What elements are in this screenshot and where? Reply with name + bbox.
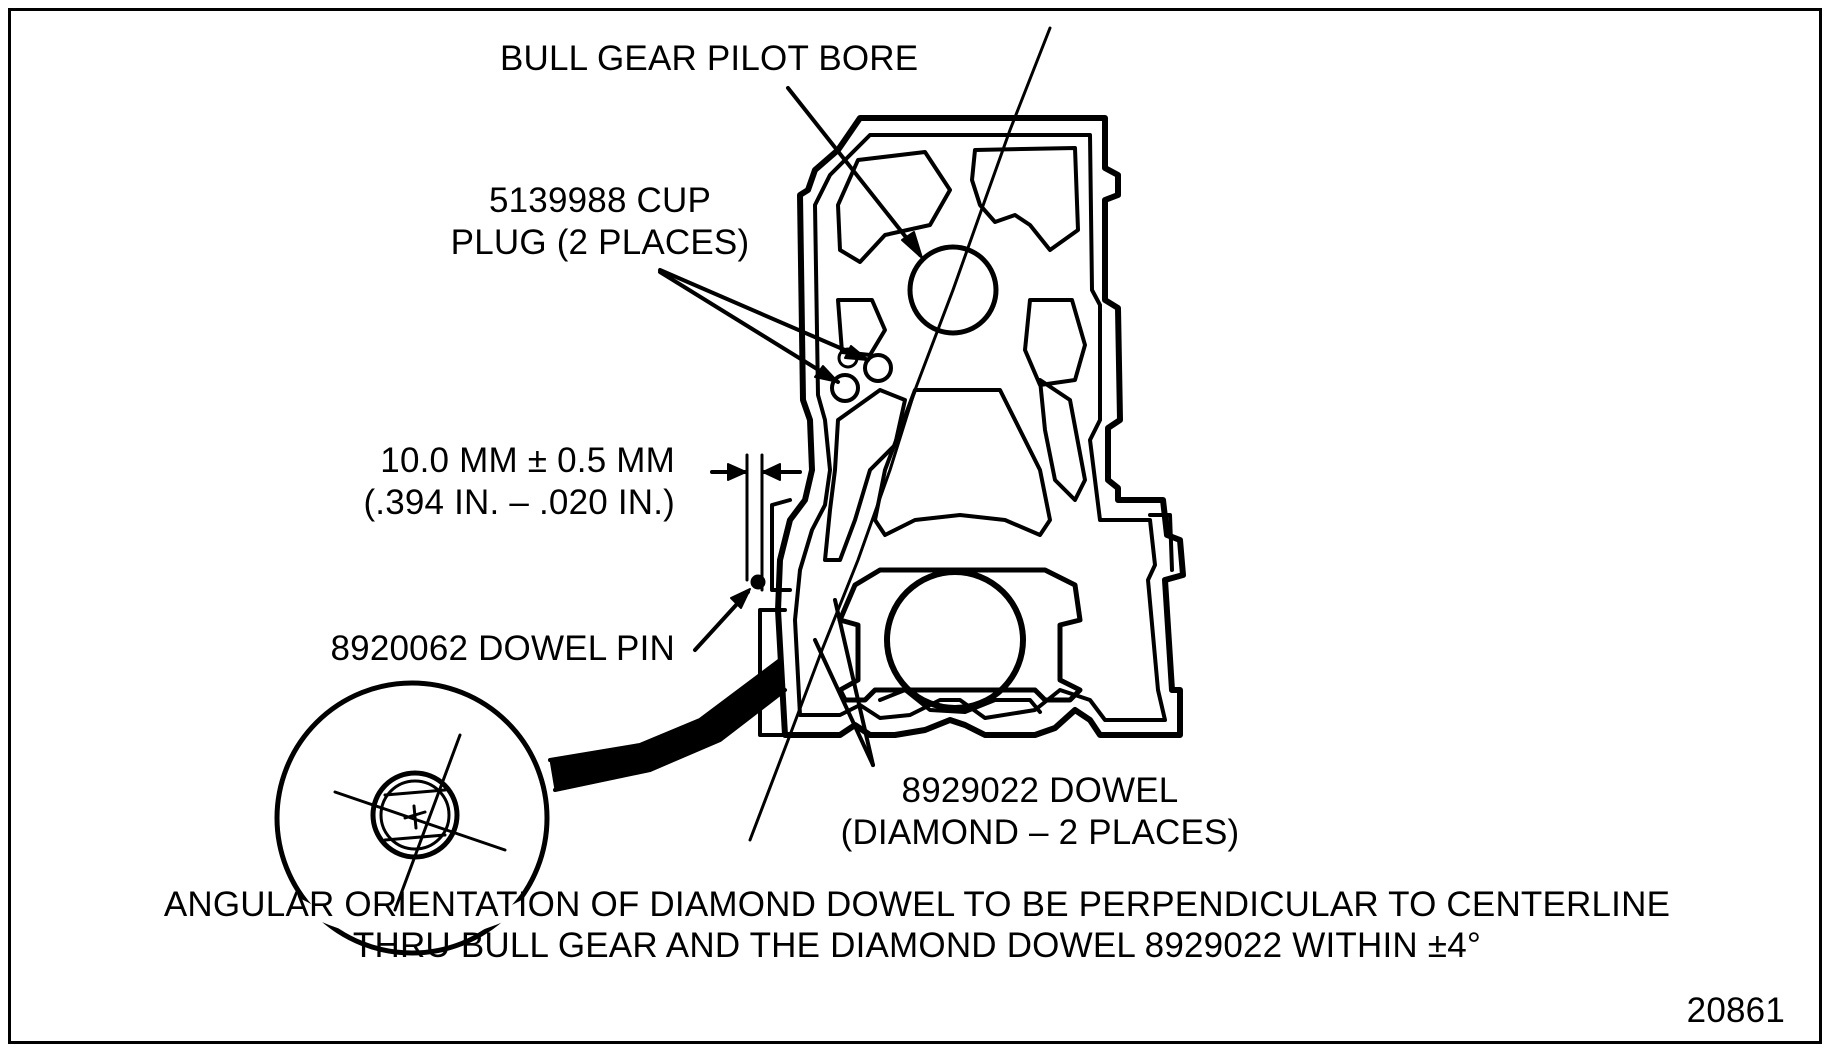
leader-diamond-dowel-a (833, 598, 875, 767)
leader-bull-gear (786, 86, 922, 257)
arrowhead-dowel-pin (730, 588, 751, 609)
detail-callout-band-fill (549, 659, 786, 791)
cup-plug-2 (830, 373, 860, 403)
right-pocket (1023, 298, 1087, 387)
left-rib (823, 388, 907, 562)
arrowhead-bull-gear (901, 231, 923, 259)
label-bull-gear-pilot-bore: BULL GEAR PILOT BORE (500, 39, 919, 78)
left-pocket (836, 298, 887, 357)
arrowhead-cup-plug-a (844, 345, 869, 361)
arrowhead-cup-plug-b (814, 365, 839, 383)
detail-magnifier-bottom-mask (294, 899, 531, 941)
left-bottom-lug (758, 608, 787, 737)
right-side-lug (1148, 513, 1174, 572)
bearing-cap-lower-detail (878, 688, 1042, 714)
cup-plug-1 (863, 353, 893, 383)
label-cup-plug-line2: PLUG (2 PLACES) (450, 223, 750, 262)
right-rib (1038, 378, 1087, 502)
dimension-arrowhead-left (727, 463, 747, 481)
label-dimension-line2: (.394 IN. – .020 IN.) (363, 483, 675, 522)
label-dimension-line1: 10.0 MM ± 0.5 MM (380, 441, 675, 480)
label-cup-plug-line1: 5139988 CUP (488, 181, 712, 220)
detail-center-mark (403, 804, 427, 830)
label-orientation-note-line1: ANGULAR ORIENTATION OF DIAMOND DOWEL TO … (163, 885, 1671, 924)
diamond-dowel-detail-inner (379, 779, 451, 851)
upper-pocket-right (970, 146, 1080, 252)
diamond-dowel-detail-flats (383, 788, 447, 842)
label-diamond-dowel-line2: (DIAMOND – 2 PLACES) (840, 813, 1240, 852)
detail-perpendicular-line (333, 790, 507, 852)
dowel-pin (750, 574, 766, 590)
leader-cup-plug-b (658, 270, 840, 384)
label-diamond-dowel-line1: 8929022 DOWEL (901, 771, 1179, 810)
centerline-through-bull-gear (748, 26, 1052, 842)
figure-border (8, 8, 1822, 1044)
bull-gear-pilot-bore (907, 244, 999, 336)
block-outer-outline (775, 115, 1186, 738)
left-side-lug (770, 498, 792, 592)
leader-cup-plug-a (658, 268, 870, 362)
bearing-cap-outline (837, 567, 1083, 703)
label-orientation-note-line2: THRU BULL GEAR AND THE DIAMOND DOWEL 892… (352, 926, 1482, 965)
upper-pocket-left (836, 150, 952, 264)
leader-diamond-dowel-b (813, 638, 875, 767)
figure-number: 20861 (1686, 991, 1785, 1030)
dimension-arrowhead-right (762, 463, 781, 481)
label-dowel-pin: 8920062 DOWEL PIN (330, 629, 675, 668)
